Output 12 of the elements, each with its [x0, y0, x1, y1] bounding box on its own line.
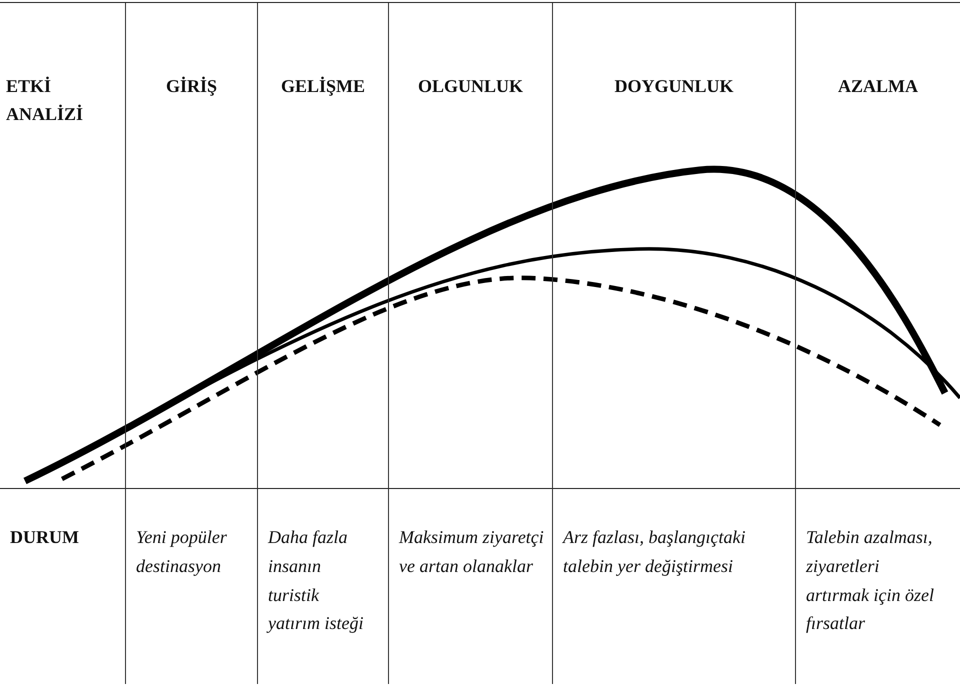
stage-description: Daha fazla insanın turistik yatırım isteği	[268, 526, 364, 636]
column-header: DOYGUNLUK	[613, 75, 734, 98]
row-header: DURUM	[10, 526, 80, 549]
stage-description: Talebin azalması, ziyaretleri artırmak için özel fırsatlar	[806, 526, 935, 636]
column-header: GİRİŞ	[164, 75, 218, 98]
column-header: ETKİ ANALİZİ	[6, 75, 84, 126]
column-header: GELİŞME	[280, 75, 366, 98]
column-header: OLGUNLUK	[416, 75, 524, 98]
stage-description: Arz fazlası, başlangıçtaki talebin yer değiştirmesi	[563, 526, 747, 578]
column-header: AZALMA	[837, 75, 919, 98]
stage-description: Yeni popüler destinasyon	[136, 526, 228, 578]
stage-description: Maksimum ziyaretçi ve artan olanaklar	[399, 526, 544, 578]
